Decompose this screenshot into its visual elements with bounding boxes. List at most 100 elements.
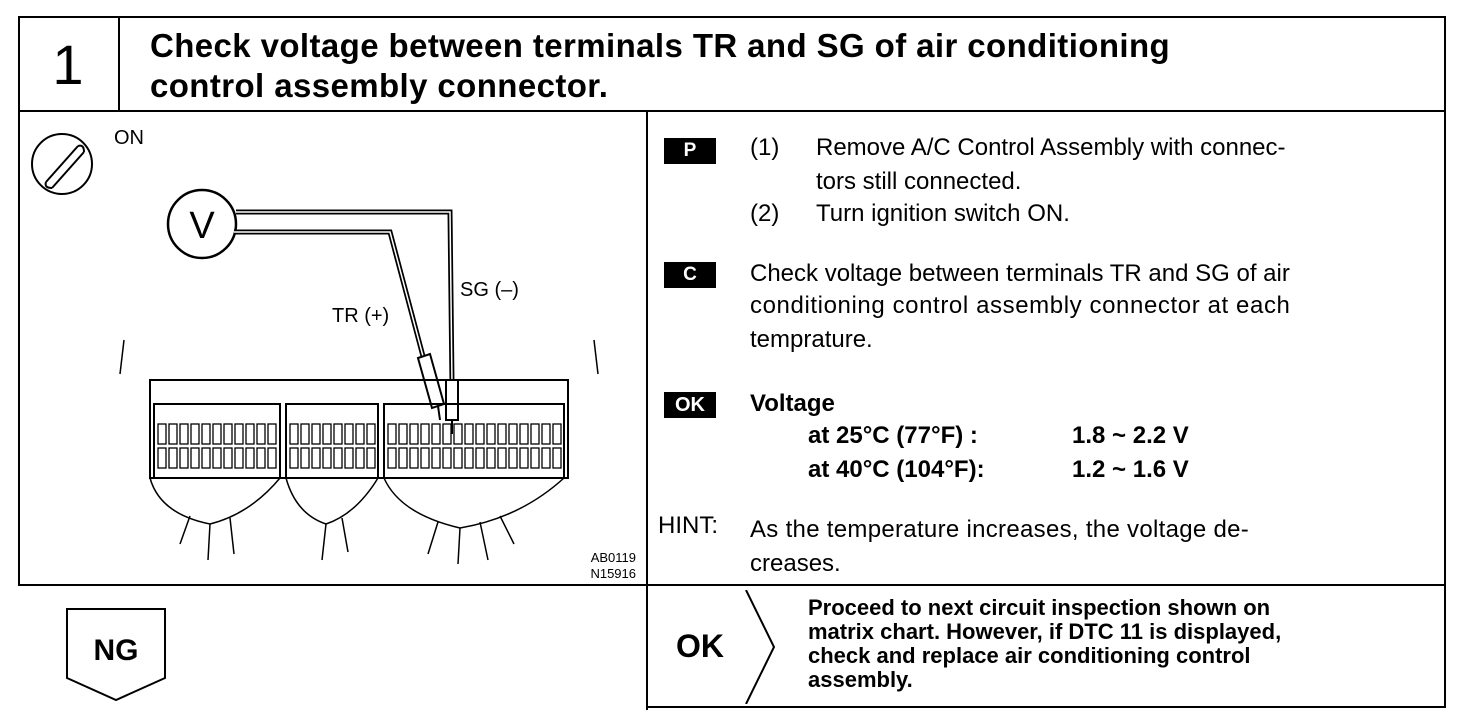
connector-pin bbox=[245, 423, 255, 445]
connector-pin bbox=[245, 447, 255, 469]
sg-terminal-label: SG (–) bbox=[460, 279, 519, 301]
connector-block-left bbox=[153, 403, 281, 479]
voltmeter-label: V bbox=[189, 205, 215, 247]
check-tag: C bbox=[664, 262, 716, 288]
connector-pin bbox=[541, 423, 551, 445]
step-title: Check voltage between terminals TR and S… bbox=[150, 26, 1410, 106]
connector-pin bbox=[234, 447, 244, 469]
connector-pin bbox=[311, 447, 321, 469]
connector-pin bbox=[212, 423, 222, 445]
connector-pin bbox=[475, 447, 485, 469]
step-number: 1 bbox=[52, 32, 84, 96]
spec-row-temp: at 25°C (77°F) : bbox=[808, 422, 978, 449]
ok-result-line: matrix chart. However, if DTC 11 is disp… bbox=[808, 619, 1282, 644]
connector-pin bbox=[387, 423, 397, 445]
connector-pin bbox=[442, 423, 452, 445]
step-item-text: tors still connected. bbox=[816, 168, 1022, 195]
ignition-on-label: ON bbox=[114, 127, 144, 149]
connector-pin bbox=[212, 447, 222, 469]
connector-pin bbox=[541, 447, 551, 469]
step-title-line2: control assembly connector. bbox=[150, 67, 609, 104]
hint-text: creases. bbox=[750, 550, 841, 577]
connector-pin bbox=[486, 423, 496, 445]
step-item-text: Remove A/C Control Assembly with connec- bbox=[816, 134, 1286, 161]
connector-pin bbox=[157, 423, 167, 445]
connector-pin bbox=[190, 447, 200, 469]
spec-row-value: 1.2 ~ 1.6 V bbox=[1072, 456, 1189, 483]
divider bbox=[646, 584, 1446, 586]
step-title-line1: Check voltage between terminals TR and S… bbox=[150, 27, 1171, 64]
procedure-tag: P bbox=[664, 138, 716, 164]
figure-code-1: AB0119 bbox=[591, 550, 636, 565]
connector-pin bbox=[300, 447, 310, 469]
ok-result-label: OK bbox=[676, 628, 724, 664]
spec-row-value: 1.8 ~ 2.2 V bbox=[1072, 422, 1189, 449]
tr-terminal-label: TR (+) bbox=[332, 305, 389, 327]
connector-pin bbox=[168, 423, 178, 445]
connector-pin bbox=[431, 447, 441, 469]
connector-pin bbox=[311, 423, 321, 445]
connector-pin bbox=[333, 447, 343, 469]
ok-result-text: Proceed to next circuit inspection shown… bbox=[808, 596, 1428, 692]
connector-pin bbox=[497, 423, 507, 445]
connector-pin bbox=[190, 423, 200, 445]
connector-pin bbox=[552, 447, 562, 469]
connector-block-middle bbox=[285, 403, 379, 479]
connector-pin bbox=[333, 423, 343, 445]
connector-pin bbox=[398, 447, 408, 469]
voltmeter-icon bbox=[166, 188, 238, 260]
connector-pin bbox=[322, 447, 332, 469]
connector-pin bbox=[300, 423, 310, 445]
connector-pin bbox=[453, 423, 463, 445]
connector-pin bbox=[322, 423, 332, 445]
connector-pin bbox=[223, 423, 233, 445]
connector-pin bbox=[256, 423, 266, 445]
step-number-cell: 1 bbox=[18, 16, 120, 112]
divider bbox=[1444, 584, 1446, 708]
connector-pin bbox=[475, 423, 485, 445]
connector-pin bbox=[409, 423, 419, 445]
connector-pin bbox=[442, 447, 452, 469]
ok-result-line: assembly. bbox=[808, 667, 913, 692]
connector-pin bbox=[552, 423, 562, 445]
check-text: temprature. bbox=[750, 326, 873, 353]
connector-pin bbox=[508, 447, 518, 469]
connector-pin bbox=[157, 447, 167, 469]
connector-pin bbox=[508, 423, 518, 445]
ng-label: NG bbox=[94, 634, 139, 667]
hint-label: HINT: bbox=[658, 512, 718, 539]
connector-pin bbox=[486, 447, 496, 469]
connector-pin bbox=[497, 447, 507, 469]
ok-result-line: check and replace air conditioning contr… bbox=[808, 643, 1251, 668]
ok-result-line: Proceed to next circuit inspection shown… bbox=[808, 595, 1271, 620]
connector-pin bbox=[179, 423, 189, 445]
connector-pin bbox=[344, 423, 354, 445]
connector-pin bbox=[201, 423, 211, 445]
connector-pin bbox=[201, 447, 211, 469]
step-item-text: Turn ignition switch ON. bbox=[816, 200, 1070, 227]
step-item-number: (2) bbox=[750, 200, 780, 227]
connector-block-right bbox=[383, 403, 565, 479]
spec-row-temp: at 40°C (104°F): bbox=[808, 456, 985, 483]
connector-diagram: ON V SG (–) TR (+) AB0119 N15916 bbox=[31, 127, 636, 581]
check-text: conditioning control assembly connector … bbox=[750, 292, 1291, 319]
connector-pin bbox=[519, 447, 529, 469]
connector-pin bbox=[267, 423, 277, 445]
connector-pin bbox=[453, 447, 463, 469]
connector-pin bbox=[431, 423, 441, 445]
connector-pin bbox=[387, 447, 397, 469]
ignition-key-icon bbox=[31, 133, 93, 195]
connector-pin bbox=[366, 423, 376, 445]
divider bbox=[646, 112, 648, 710]
ok-spec-tag: OK bbox=[664, 392, 716, 418]
connector-pin bbox=[344, 447, 354, 469]
connector-pin bbox=[530, 447, 540, 469]
connector-pin bbox=[355, 447, 365, 469]
connector-pin bbox=[398, 423, 408, 445]
connector-pin bbox=[409, 447, 419, 469]
connector-pin bbox=[256, 447, 266, 469]
connector-pin bbox=[530, 423, 540, 445]
connector-pin bbox=[179, 447, 189, 469]
connector-pin bbox=[519, 423, 529, 445]
connector-pin bbox=[289, 447, 299, 469]
